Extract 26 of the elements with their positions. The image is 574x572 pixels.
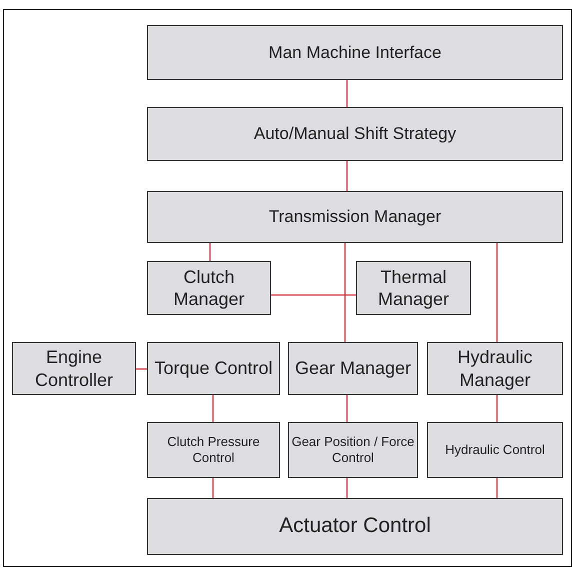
connector-line xyxy=(346,395,348,422)
process-box: Auto/Manual Shift Strategy xyxy=(147,107,563,161)
process-box: Engine Controller xyxy=(12,342,136,395)
process-box: Man Machine Interface xyxy=(147,25,563,80)
connector-line xyxy=(212,395,214,422)
connector-line xyxy=(496,395,498,422)
process-box: Hydraulic Control xyxy=(427,422,563,478)
process-box: Gear Position / Force Control xyxy=(288,422,418,478)
connector-line xyxy=(209,243,211,261)
connector-line xyxy=(344,243,346,342)
connector-line xyxy=(346,80,348,107)
connector-line xyxy=(496,478,498,498)
connector-line xyxy=(346,161,348,191)
connector-line xyxy=(496,243,498,342)
process-box: Hydraulic Manager xyxy=(427,342,563,395)
process-box: Thermal Manager xyxy=(356,261,471,315)
connector-line xyxy=(136,368,147,370)
process-box: Clutch Pressure Control xyxy=(147,422,280,478)
process-box: Gear Manager xyxy=(288,342,418,395)
connector-line xyxy=(346,478,348,498)
process-box: Clutch Manager xyxy=(147,261,271,315)
process-box: Torque Control xyxy=(147,342,280,395)
process-box: Actuator Control xyxy=(147,498,563,555)
connector-line xyxy=(271,294,356,296)
process-box: Transmission Manager xyxy=(147,191,563,243)
connector-line xyxy=(212,478,214,498)
